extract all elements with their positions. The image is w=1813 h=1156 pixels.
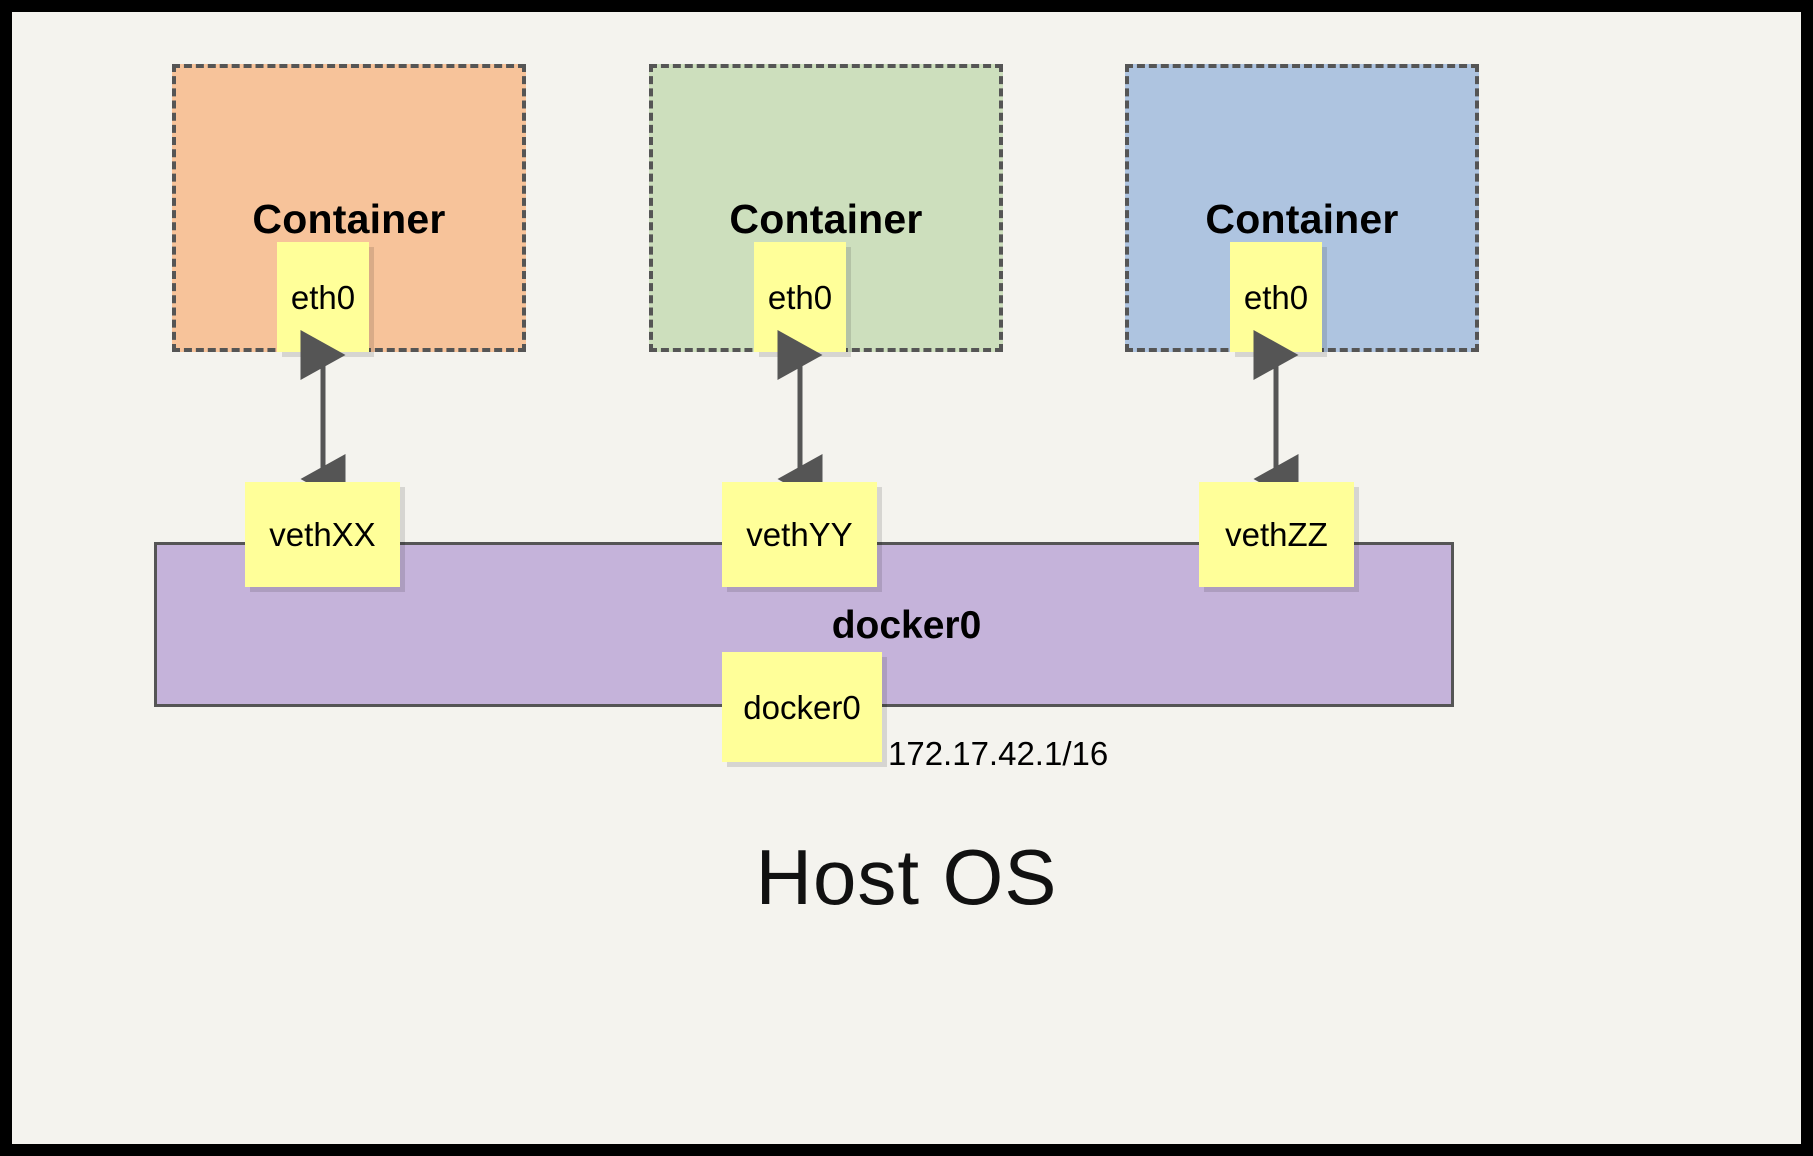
eth0-interface-3: eth0 (1230, 242, 1322, 352)
docker0-interface-note: docker0 (722, 652, 882, 762)
veth-eth0-arrow-3 (1253, 330, 1299, 504)
container-label-2: Container (729, 196, 923, 242)
container-label-1: Container (252, 196, 446, 242)
host-os-label: Host OS (755, 833, 1058, 921)
docker0-bridge-label: docker0 (831, 604, 982, 647)
diagram-frame: docker0 Container eth0 vethXX Container … (12, 12, 1801, 1144)
veth-interface-3: vethZZ (1199, 482, 1354, 587)
veth-interface-2: vethYY (722, 482, 877, 587)
veth-eth0-arrow-2 (777, 330, 823, 504)
eth0-interface-1: eth0 (277, 242, 369, 352)
eth0-interface-2: eth0 (754, 242, 846, 352)
docker0-ip-address: 172.17.42.1/16 (888, 735, 1109, 772)
veth-interface-1: vethXX (245, 482, 400, 587)
container-label-3: Container (1205, 196, 1399, 242)
veth-eth0-arrow-1 (300, 330, 346, 504)
